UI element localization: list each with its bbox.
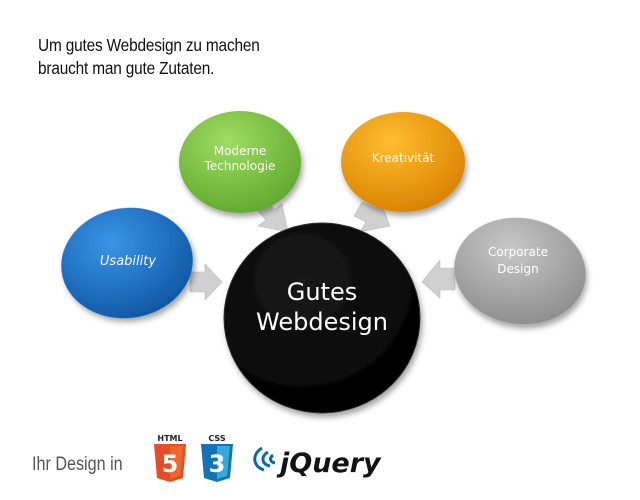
intro-line-1: Um gutes Webdesign zu machen bbox=[38, 35, 260, 55]
jquery-logo-text: jQuery bbox=[276, 448, 382, 479]
intro-line-2: braucht man gute Zutaten. bbox=[38, 58, 215, 78]
css3-logo-label: CSS bbox=[208, 434, 225, 443]
node-usability: Usability bbox=[61, 207, 193, 319]
html5-logo: HTML 5 bbox=[154, 434, 186, 482]
arrow-corporate bbox=[421, 259, 456, 299]
css3-logo: CSS 3 bbox=[201, 434, 233, 482]
center-label-line-2: Webdesign bbox=[256, 308, 388, 336]
intro-text: Um gutes Webdesign zu machen braucht man… bbox=[38, 34, 260, 80]
jquery-swirl-icon bbox=[253, 446, 276, 472]
html5-logo-label: HTML bbox=[157, 434, 182, 443]
node-technologie: Moderne Technologie bbox=[179, 111, 301, 213]
html5-logo-number: 5 bbox=[162, 450, 179, 478]
node-kreativitaet-label: Kreativität bbox=[372, 151, 435, 165]
node-corporate-line-2: Design bbox=[497, 262, 538, 276]
node-technologie-line-1: Moderne bbox=[214, 144, 266, 158]
node-kreativitaet: Kreativität bbox=[341, 112, 465, 212]
css3-logo-number: 3 bbox=[209, 450, 226, 478]
arrow-usability bbox=[189, 263, 223, 301]
footer-label: Ihr Design in bbox=[32, 454, 123, 475]
center-node: Gutes Webdesign bbox=[223, 222, 421, 414]
center-label-line-1: Gutes bbox=[287, 278, 358, 306]
node-usability-label: Usability bbox=[100, 254, 156, 269]
node-technologie-line-2: Technologie bbox=[204, 159, 276, 173]
node-corporate-line-1: Corporate bbox=[488, 245, 548, 259]
jquery-logo: jQuery bbox=[253, 446, 382, 479]
node-corporate: Corporate Design bbox=[454, 217, 586, 325]
